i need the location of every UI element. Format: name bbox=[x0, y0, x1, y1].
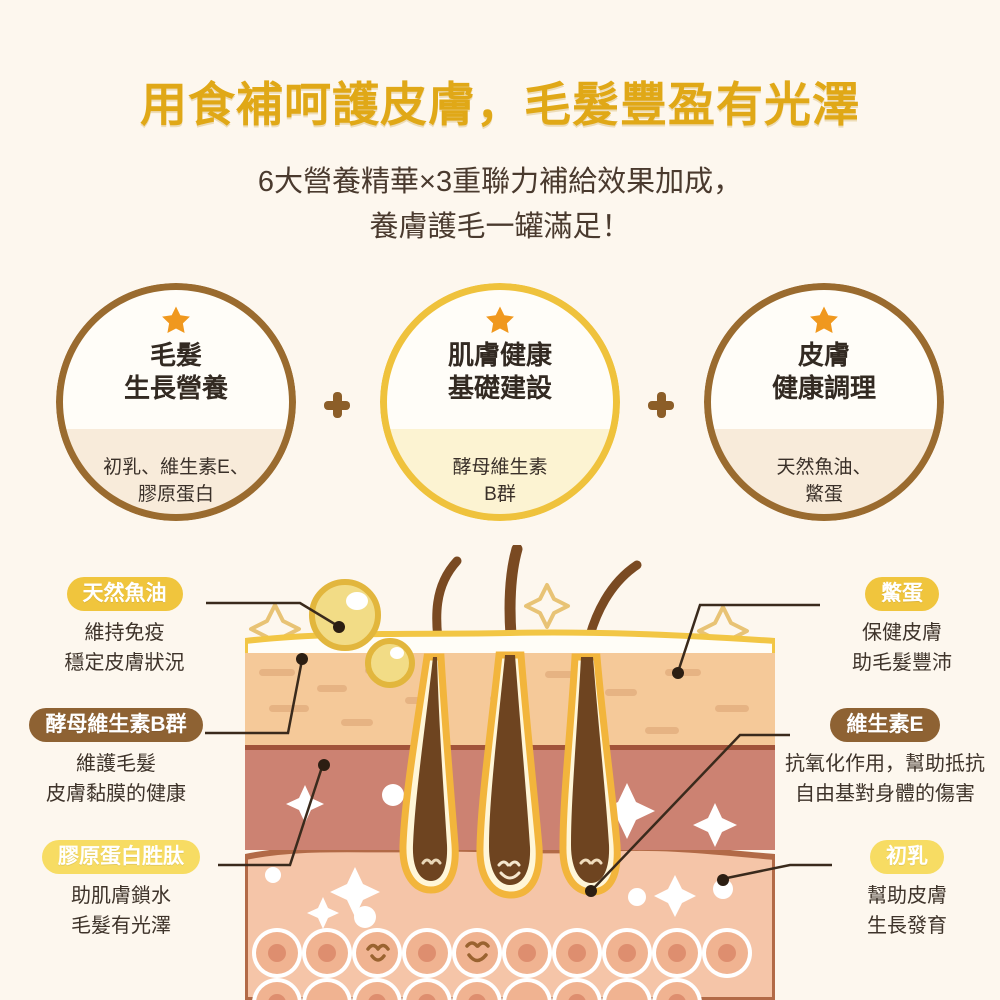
label-pill: 膠原蛋白胜肽 bbox=[42, 840, 200, 875]
label-yeast-vitamin-b[interactable]: 酵母維生素B群 維護毛髮 皮膚黏膜的健康 bbox=[16, 708, 216, 809]
benefit-circle-skin-foundation: 肌膚健康 基礎建設 酵母維生素 B群 bbox=[380, 283, 620, 521]
ingredients-line-2: 膠原蛋白 bbox=[137, 484, 214, 506]
label-description: 助肌膚鎖水 毛髮有光澤 bbox=[26, 881, 216, 941]
label-fish-oil[interactable]: 天然魚油 維持免疫 穩定皮膚狀況 bbox=[32, 577, 217, 678]
subtitle-line-1: 6大營養精華×3重聯力補給效果加成， bbox=[257, 166, 743, 198]
ingredients-line-1: 天然魚油、 bbox=[776, 456, 872, 478]
circle-heading-line-1: 皮膚 bbox=[797, 340, 850, 370]
circle-lower-band bbox=[380, 429, 620, 521]
label-turtle-egg[interactable]: 鱉蛋 保健皮膚 助毛髮豐沛 bbox=[822, 577, 982, 678]
label-pill: 天然魚油 bbox=[66, 577, 183, 612]
desc-line-2: 助毛髮豐沛 bbox=[852, 652, 952, 675]
label-description: 保健皮膚 助毛髮豐沛 bbox=[822, 618, 982, 678]
skin-cross-section-diagram: 天然魚油 維持免疫 穩定皮膚狀況 酵母維生素B群 維護毛髮 皮膚黏膜的健康 膠原… bbox=[0, 545, 1000, 1000]
label-pill: 酵母維生素B群 bbox=[29, 708, 203, 743]
hair-follicles bbox=[399, 651, 621, 899]
label-description: 抗氧化作用，幫助抵抗 自由基對身體的傷害 bbox=[772, 749, 998, 809]
benefit-circle-hair: 毛髮 生長營養 初乳、維生素E、 膠原蛋白 bbox=[56, 283, 296, 521]
subtitle-line-2: 養膚護毛一罐滿足！ bbox=[369, 210, 631, 243]
benefit-circles: 毛髮 生長營養 初乳、維生素E、 膠原蛋白 肌膚健康 基礎建設 酵母維生素 B群 bbox=[0, 283, 1000, 523]
circle-heading-line-2: 健康調理 bbox=[771, 372, 876, 403]
page-title: 用食補呵護皮膚，毛髮豐盈有光澤 bbox=[140, 78, 860, 131]
desc-line-1: 維持免疫 bbox=[84, 622, 165, 645]
circle-ingredients: 天然魚油、 鱉蛋 bbox=[704, 454, 944, 509]
circle-lower-band bbox=[56, 429, 296, 521]
desc-line-2: 自由基對身體的傷害 bbox=[795, 783, 975, 806]
hypodermis-layer bbox=[245, 850, 775, 1000]
circle-lower-band bbox=[704, 429, 944, 521]
circle-heading: 皮膚 健康調理 bbox=[704, 339, 944, 404]
circle-heading: 毛髮 生長營養 bbox=[56, 339, 296, 404]
circle-ingredients: 酵母維生素 B群 bbox=[380, 454, 620, 509]
oil-droplets bbox=[309, 579, 415, 688]
star-icon bbox=[485, 305, 515, 339]
label-description: 維護毛髮 皮膚黏膜的健康 bbox=[16, 749, 216, 809]
label-pill: 維生素E bbox=[830, 708, 940, 743]
label-pill: 初乳 bbox=[870, 840, 944, 875]
desc-line-1: 保健皮膚 bbox=[862, 622, 942, 645]
desc-line-1: 助肌膚鎖水 bbox=[71, 885, 171, 908]
desc-line-2: 穩定皮膚狀況 bbox=[64, 652, 185, 675]
desc-line-2: 皮膚黏膜的健康 bbox=[46, 783, 186, 806]
plus-sign-2 bbox=[648, 392, 674, 418]
page-subtitle: 6大營養精華×3重聯力補給效果加成， 養膚護毛一罐滿足！ bbox=[0, 160, 1000, 250]
circle-heading-line-1: 毛髮 bbox=[149, 340, 202, 370]
ingredients-line-2: 鱉蛋 bbox=[804, 484, 843, 506]
ingredients-line-1: 初乳、維生素E、 bbox=[103, 456, 249, 478]
circle-heading-line-1: 肌膚健康 bbox=[447, 340, 552, 370]
label-description: 幫助皮膚 生長發育 bbox=[832, 881, 982, 941]
circle-heading: 肌膚健康 基礎建設 bbox=[380, 339, 620, 404]
cell-row-1 bbox=[252, 928, 752, 978]
circle-heading-line-2: 生長營養 bbox=[123, 372, 228, 403]
desc-line-2: 生長發育 bbox=[867, 915, 947, 938]
benefit-circle-skin-care: 皮膚 健康調理 天然魚油、 鱉蛋 bbox=[704, 283, 944, 521]
desc-line-1: 維護毛髮 bbox=[76, 753, 156, 776]
cell-row-2 bbox=[252, 978, 702, 1000]
skin-illustration bbox=[245, 545, 775, 1000]
label-collagen-peptide[interactable]: 膠原蛋白胜肽 助肌膚鎖水 毛髮有光澤 bbox=[26, 840, 216, 941]
label-description: 維持免疫 穩定皮膚狀況 bbox=[32, 618, 217, 678]
label-colostrum[interactable]: 初乳 幫助皮膚 生長發育 bbox=[832, 840, 982, 941]
ingredients-line-2: B群 bbox=[484, 484, 516, 506]
label-pill: 鱉蛋 bbox=[865, 577, 939, 612]
desc-line-1: 幫助皮膚 bbox=[867, 885, 947, 908]
circle-heading-line-2: 基礎建設 bbox=[447, 372, 552, 403]
circle-ingredients: 初乳、維生素E、 膠原蛋白 bbox=[56, 454, 296, 509]
star-icon bbox=[809, 305, 839, 339]
star-icon bbox=[161, 305, 191, 339]
plus-sign-1 bbox=[324, 392, 350, 418]
label-vitamin-e[interactable]: 維生素E 抗氧化作用，幫助抵抗 自由基對身體的傷害 bbox=[772, 708, 998, 809]
ingredients-line-1: 酵母維生素 bbox=[452, 456, 548, 478]
desc-line-1: 抗氧化作用，幫助抵抗 bbox=[785, 753, 985, 776]
desc-line-2: 毛髮有光澤 bbox=[71, 915, 171, 938]
